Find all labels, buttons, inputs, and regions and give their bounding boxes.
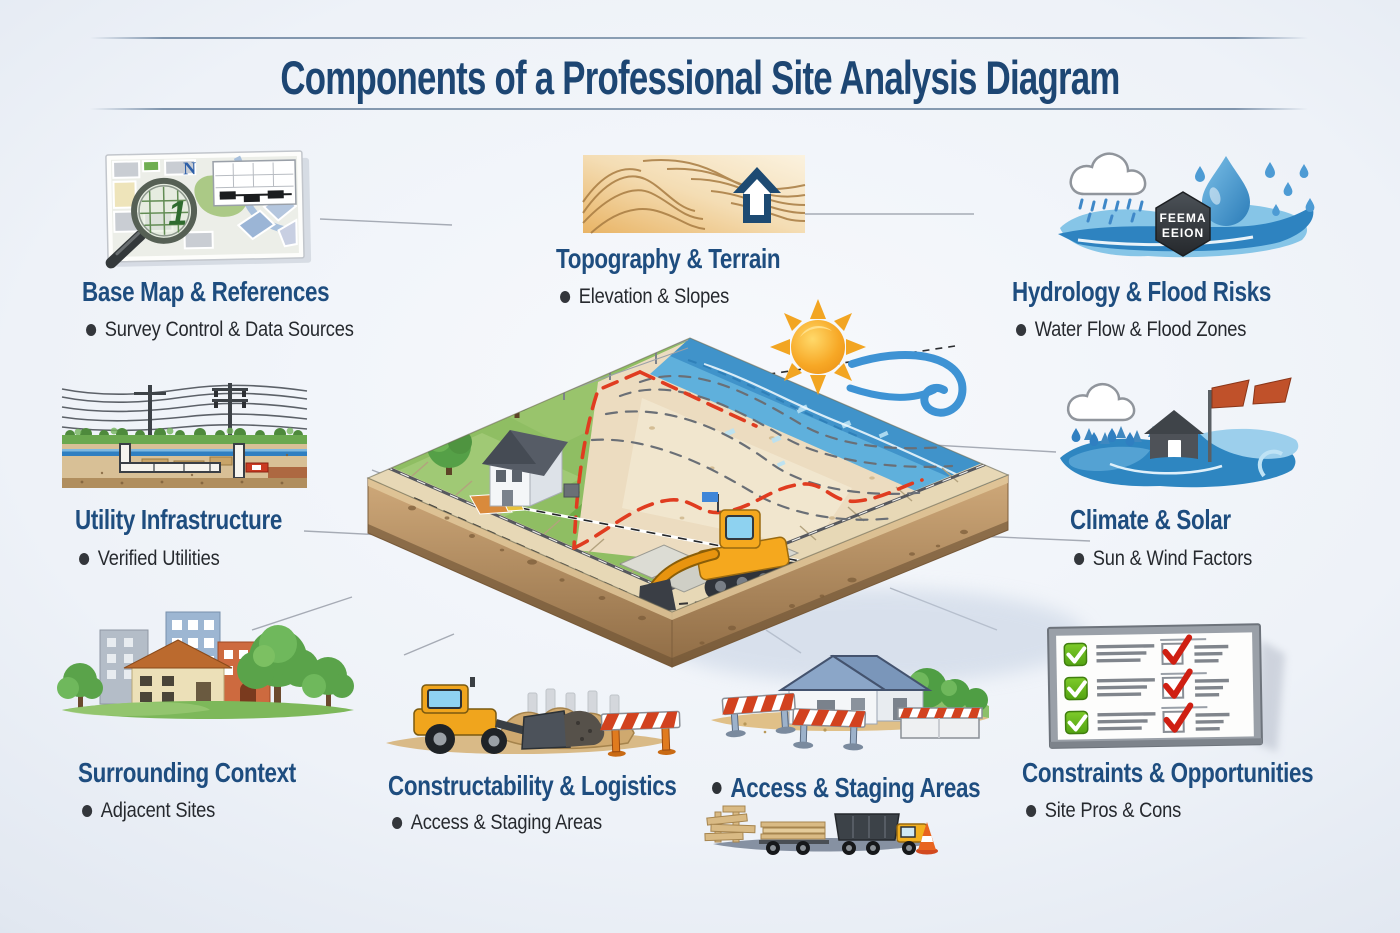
bullet-climate: Sun & Wind Factors: [1074, 546, 1252, 571]
bullet-base-map: Survey Control & Data Sources: [86, 317, 354, 342]
section-title-surrounding: Surrounding Context: [78, 757, 296, 788]
checklist-row: [1064, 668, 1229, 701]
house-barricades-icon: [711, 654, 989, 751]
tree: [57, 663, 103, 710]
flatbed-lumber: [759, 821, 829, 855]
utilities-cross-section-icon: [61, 383, 308, 488]
dump-truck: [834, 813, 928, 855]
pros-cons-checklist-icon: [1046, 623, 1285, 752]
section-title-constraints: Constraints & Opportunities: [1022, 757, 1314, 788]
contour-lines-arrow-icon: [582, 155, 806, 234]
map-north-label: N: [183, 158, 196, 178]
section-title-utility: Utility Infrastructure: [75, 504, 283, 535]
wind-swirl-icon: [846, 350, 967, 417]
page-title: Components of a Professional Site Analys…: [280, 51, 1120, 104]
title-underline-rule: [90, 108, 1308, 110]
site-plan-illustration: [366, 299, 1087, 684]
section-title-topography: Topography & Terrain: [556, 243, 781, 274]
map-detail-label: 1: [168, 194, 188, 232]
bullet-dot: [1016, 323, 1027, 336]
bullet-dot: [712, 782, 722, 794]
concrete-barrier: [897, 707, 983, 739]
map-magnifier-icon: N 1: [105, 150, 312, 269]
fema-hexagon-badge: FEEMA EEION: [1155, 191, 1211, 257]
bullet-dot: [86, 323, 97, 336]
section-title-base-map: Base Map & References: [82, 276, 330, 307]
barricade: [791, 708, 867, 751]
bullet-dot: [82, 804, 93, 817]
site-house: [482, 430, 580, 507]
bullet-topography: Elevation & Slopes: [560, 284, 729, 309]
section-title-hydrology: Hydrology & Flood Risks: [1012, 276, 1271, 307]
lumber-pile: [704, 805, 756, 843]
sun-icon: [770, 299, 866, 395]
windsock-flags: [1208, 377, 1292, 462]
neighborhood-buildings-icon: [57, 611, 354, 719]
bullet-dot: [560, 290, 571, 303]
bullet-constructability: Access & Staging Areas: [392, 810, 602, 835]
trucks-traffic-cone-icon: [704, 805, 938, 855]
tree: [237, 625, 319, 710]
barricade: [721, 692, 796, 738]
svg-text:FEEMA: FEEMA: [1160, 211, 1207, 225]
tree: [302, 657, 354, 710]
traffic-cone: [916, 822, 938, 855]
bullet-constraints: Site Pros & Cons: [1026, 798, 1181, 823]
bullet-surrounding: Adjacent Sites: [82, 798, 215, 823]
striped-barrier: [599, 710, 681, 757]
section-title-climate: Climate & Solar: [1070, 504, 1231, 535]
top-rule: [90, 37, 1308, 39]
bullet-dot: [1074, 552, 1085, 565]
svg-text:EEION: EEION: [1162, 226, 1204, 240]
flooded-house: [1142, 410, 1206, 469]
bullet-dot: [79, 552, 90, 565]
checklist-row: [1063, 634, 1229, 667]
wheel-loader-barrier-icon: [386, 677, 681, 757]
bullet-hydrology: Water Flow & Flood Zones: [1016, 317, 1246, 342]
section-title-constructability: Constructability & Logistics: [388, 770, 677, 801]
section-title-access: Access & Staging Areas: [712, 772, 981, 804]
rain-windsock-flood-house-icon: [1060, 377, 1299, 488]
wheel-loader: [413, 677, 605, 754]
up-arrow-glyph: [733, 167, 781, 223]
bullet-dot: [392, 816, 403, 829]
rain-cloud-flood-icon: FEEMA EEION: [1058, 152, 1315, 258]
bullet-utility: Verified Utilities: [79, 546, 220, 571]
bullet-dot: [1026, 804, 1037, 817]
checklist-row: [1064, 702, 1230, 735]
